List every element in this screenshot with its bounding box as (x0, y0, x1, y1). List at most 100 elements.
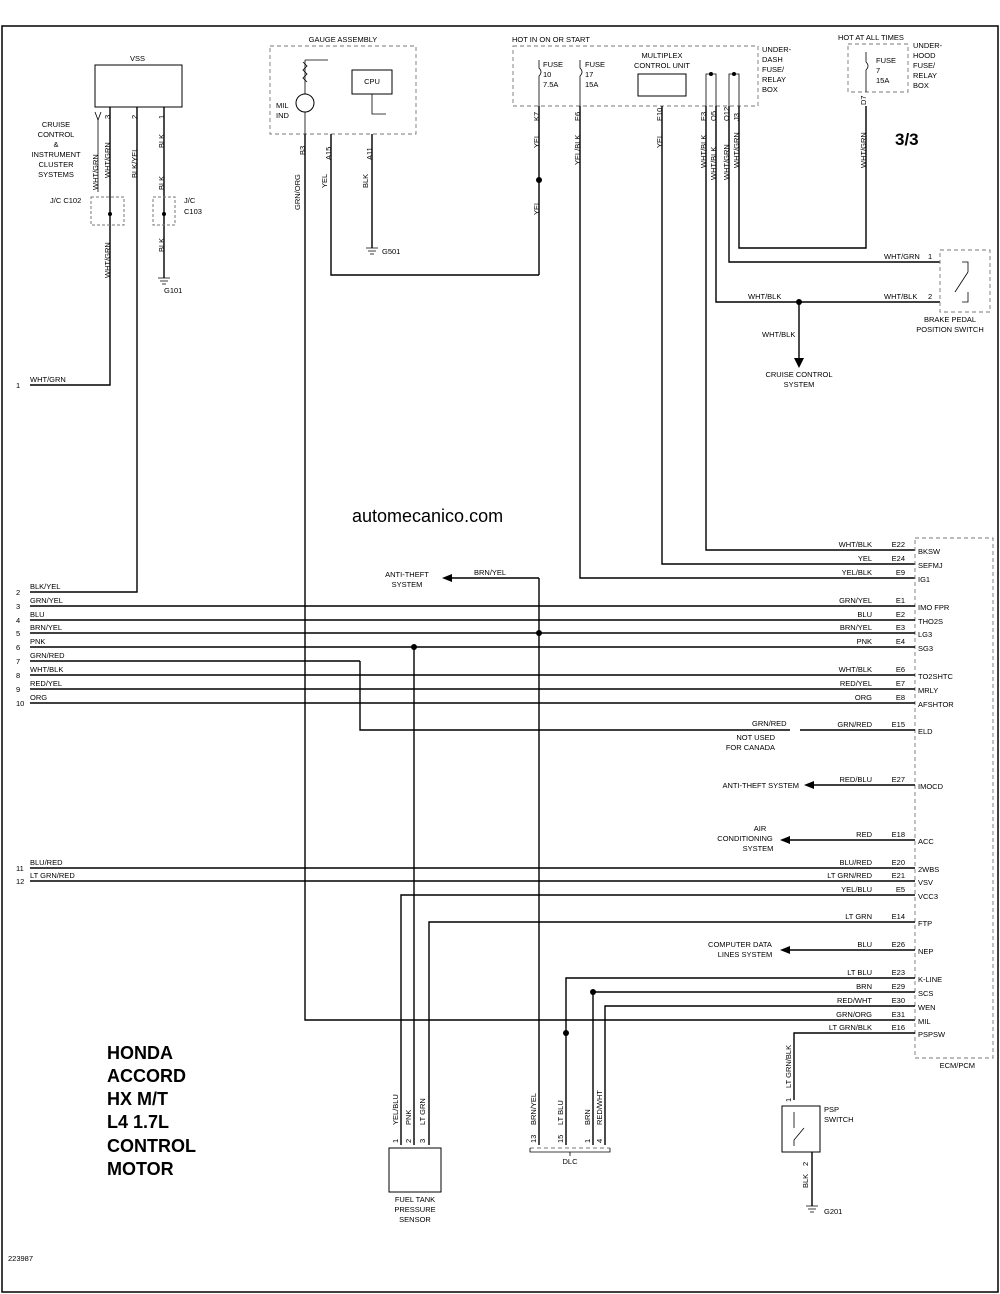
fuse7-label-1: FUSE (876, 56, 896, 65)
underhood-label-1: UNDER- (913, 41, 943, 50)
figure-id: 223987 (8, 1254, 33, 1263)
underdash-label-4: RELAY (762, 75, 786, 84)
gauge-assembly-box (269, 45, 417, 135)
ecm-wire-label: BLU (857, 940, 872, 949)
splice-lt-blu (563, 1030, 569, 1036)
wire-wht-blk-o5 (715, 106, 940, 303)
jc-c102-label: J/C C102 (50, 196, 81, 205)
antitheft-top-1: ANTI-THEFT (385, 570, 429, 579)
psp-switch-icon (793, 1112, 805, 1146)
gauge-wire-blk: BLK (361, 174, 370, 188)
wire-wht-blk-e3 (705, 106, 915, 551)
splice-brn (590, 989, 596, 995)
ecm-pin-label: E30 (892, 996, 905, 1005)
brake-pin1: 1 (928, 252, 932, 261)
fuel-wire-3: LT GRN (418, 1098, 427, 1125)
jc-c103-label-2: C103 (184, 207, 202, 216)
ecm-signal-label: PSPSW (918, 1030, 946, 1039)
ecm-label: ECM/PCM (940, 1061, 975, 1070)
left-wire-label: BLU/RED (30, 858, 63, 867)
wire-wht-grn-j3 (738, 106, 867, 249)
pin-j3: J3 (732, 113, 741, 121)
fuse17-label-1: FUSE (585, 60, 605, 69)
ecm-pin-label: E31 (892, 1010, 905, 1019)
wire-red-wht-wen (604, 1005, 915, 1145)
wire-k7-label: YEL (532, 134, 541, 148)
vss-label: VSS (130, 54, 145, 63)
fuse17-label-2: 17 (585, 70, 593, 79)
left-wire-label: BRN/YEL (30, 623, 62, 632)
underdash-label-1: UNDER- (762, 45, 792, 54)
title-line-5: CONTROL (107, 1136, 196, 1156)
wire-e3-label: WHT/BLK (699, 135, 708, 168)
jc-c103-box (152, 196, 176, 226)
fuse17-icon (579, 60, 583, 106)
gauge-pin-a11: A11 (365, 147, 374, 160)
g101-ground-icon (158, 277, 170, 285)
left-pin: 4 (16, 616, 20, 625)
splice-pnk (411, 644, 417, 650)
pin-e6: E6 (573, 112, 582, 121)
compdata-arrow (780, 946, 790, 954)
ecm-signal-label: SEFMJ (918, 561, 943, 570)
brake-switch-box (939, 249, 991, 313)
left-connector: 1WHT/GRN2BLK/YEL3GRN/YEL4BLU5BRN/YEL6PNK… (16, 375, 915, 886)
ecm-pin-label: E9 (896, 568, 905, 577)
title-line-2: ACCORD (107, 1066, 186, 1086)
wire-lt-grn-blk-psp (793, 1032, 915, 1100)
left-pin: 3 (16, 602, 20, 611)
underdash-label-2: DASH (762, 55, 783, 64)
fuel-sensor-3: SENSOR (399, 1215, 431, 1224)
psp-pin-2: 2 (801, 1162, 810, 1166)
left-pin: 12 (16, 877, 24, 886)
ecm-signal-label: MRLY (918, 686, 938, 695)
ecm-pin-label: E4 (896, 637, 905, 646)
left-wire-label: BLU (30, 610, 45, 619)
mil-lamp-icon (295, 93, 315, 113)
vss-wire-3: WHT/GRN (103, 142, 112, 178)
wire-j3-label: WHT/GRN (732, 132, 741, 168)
fuel-pin-1: 1 (391, 1139, 400, 1143)
ecm-wire-label: YEL/BLK (842, 568, 872, 577)
underdash-dot-1 (709, 72, 713, 76)
fuel-sensor-2: PRESSURE (394, 1205, 435, 1214)
psp-switch-box (781, 1105, 821, 1153)
left-pin: 8 (16, 671, 20, 680)
wire-yel-blk-e6 (579, 106, 915, 579)
antitheft-top-wire: BRN/YEL (474, 568, 506, 577)
ecm-wire-label: BRN/YEL (840, 623, 872, 632)
ecm-signal-label: NEP (918, 947, 933, 956)
ecm-signal-label: MIL (918, 1017, 931, 1026)
wht-grn-lower-label: WHT/GRN (103, 242, 112, 278)
brake-o5-wire: WHT/BLK (748, 292, 781, 301)
ecm-pin-label: E1 (896, 596, 905, 605)
pin-e10: E10 (655, 108, 664, 121)
splice-brn-yel (536, 630, 542, 636)
fuse7-label-3: 15A (876, 76, 889, 85)
brake-pin2-wire: WHT/BLK (884, 292, 917, 301)
ecm-wire-label: RED (856, 830, 872, 839)
underhood-label-2: HOOD (913, 51, 936, 60)
aircon-3: SYSTEM (743, 844, 774, 853)
left-pin: 5 (16, 629, 20, 638)
splice-k7 (536, 177, 542, 183)
psp-label-2: SWITCH (824, 1115, 854, 1124)
fuse10-icon (538, 60, 542, 106)
left-pin: 6 (16, 643, 20, 652)
ecm-pin-label: E27 (892, 775, 905, 784)
ecm-pin-label: E15 (892, 720, 905, 729)
cruise-label-2: & (53, 140, 58, 149)
left-wire-label: WHT/GRN (30, 375, 66, 384)
underdash-box (512, 45, 759, 107)
vss-pin-1: 1 (157, 115, 166, 119)
left-pin: 1 (16, 381, 20, 390)
ecm-wire-label: LT GRN (845, 912, 872, 921)
wire-grn-red-eld (359, 661, 790, 731)
hot-run-label: HOT IN ON OR START (512, 35, 590, 44)
fuse7-label-2: 7 (876, 66, 880, 75)
gauge-pin-a15: A15 (324, 147, 333, 160)
wire-yel-blu-vcc3 (400, 894, 915, 1145)
ecm-wire-label: GRN/YEL (839, 596, 872, 605)
vss-box (94, 64, 183, 108)
antitheft-mid-label: ANTI-THEFT SYSTEM (722, 781, 799, 790)
